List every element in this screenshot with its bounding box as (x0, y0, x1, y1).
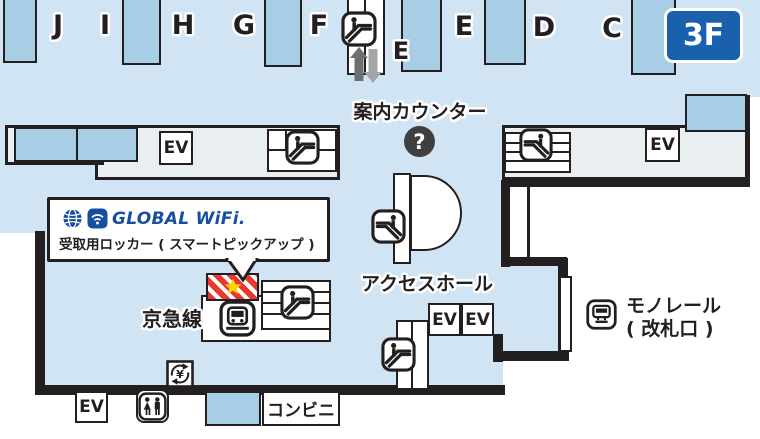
restroom-icon (138, 390, 167, 423)
access-hall-label: アクセスホール (360, 273, 494, 295)
counter-block (122, 0, 161, 65)
wall (493, 351, 569, 361)
counter-label: E (392, 37, 410, 65)
elevator-box: EV (159, 131, 193, 165)
global-wifi-brand-row: GLOBAL WiFi. (62, 208, 246, 229)
monorail-icon (586, 299, 617, 330)
counter-label: F (309, 10, 329, 41)
keikyu-line-label: 京急線 (142, 307, 202, 331)
global-wifi-callout: GLOBAL WiFi. 受取用ロッカー ( スマートピックアップ ) (47, 197, 330, 262)
elevator-box: EV (645, 128, 680, 162)
counter-block (484, 0, 526, 65)
updown-arrows-icon (350, 47, 382, 83)
wall (493, 334, 503, 362)
band-counter-block (76, 127, 138, 162)
callout-pointer (225, 258, 259, 282)
elevator-box: EV (428, 303, 461, 336)
global-wifi-brand: GLOBAL WiFi. (112, 208, 246, 229)
train-icon (219, 300, 256, 337)
convenience-store-box: コンビニ (262, 391, 340, 426)
escalator-icon (285, 130, 320, 165)
band-counter-block (14, 127, 78, 162)
wifi-icon (87, 208, 108, 229)
wall (501, 180, 750, 187)
counter-label: J (52, 10, 64, 41)
lower-right-area (503, 361, 568, 394)
counter-block (401, 0, 442, 72)
info-counter-label: 案内カウンター (353, 101, 487, 123)
counter-label: D (532, 12, 556, 43)
escalator-icon (280, 285, 315, 320)
counter-label: C (602, 13, 622, 44)
escalator-icon (341, 11, 377, 47)
wall (35, 385, 505, 395)
locker-description: 受取用ロッカー ( スマートピックアップ ) (59, 237, 315, 253)
station-inner-divider (527, 187, 530, 258)
restroom-box (136, 389, 169, 423)
counter-label: E (454, 11, 474, 42)
wall (501, 180, 510, 267)
counter-label: H (171, 10, 195, 41)
wall (501, 257, 567, 266)
shop-block (205, 391, 261, 426)
band-counter-block (685, 94, 747, 132)
wall (35, 231, 45, 392)
wifi-locker-marker (206, 273, 259, 301)
counter-block (3, 0, 37, 63)
elevator-box: EV (461, 303, 494, 336)
monorail-label: モノレール (626, 295, 722, 317)
monorail-gate-notch (559, 276, 572, 352)
yen-exchange-icon (166, 360, 194, 388)
globe-icon (62, 208, 83, 229)
question-icon: ? (404, 126, 435, 157)
station-hall-area (509, 187, 749, 258)
escalator-icon (371, 209, 406, 244)
escalator-icon (519, 128, 553, 162)
counter-label: G (232, 10, 256, 41)
escalator-icon (381, 337, 416, 372)
monorail-side-area (566, 266, 760, 439)
counter-block (264, 0, 302, 67)
monorail-gate-label: ( 改札口 ) (626, 318, 714, 340)
counter-label: I (99, 10, 111, 41)
floor-badge: 3F (664, 8, 743, 63)
elevator-box: EV (75, 391, 108, 423)
